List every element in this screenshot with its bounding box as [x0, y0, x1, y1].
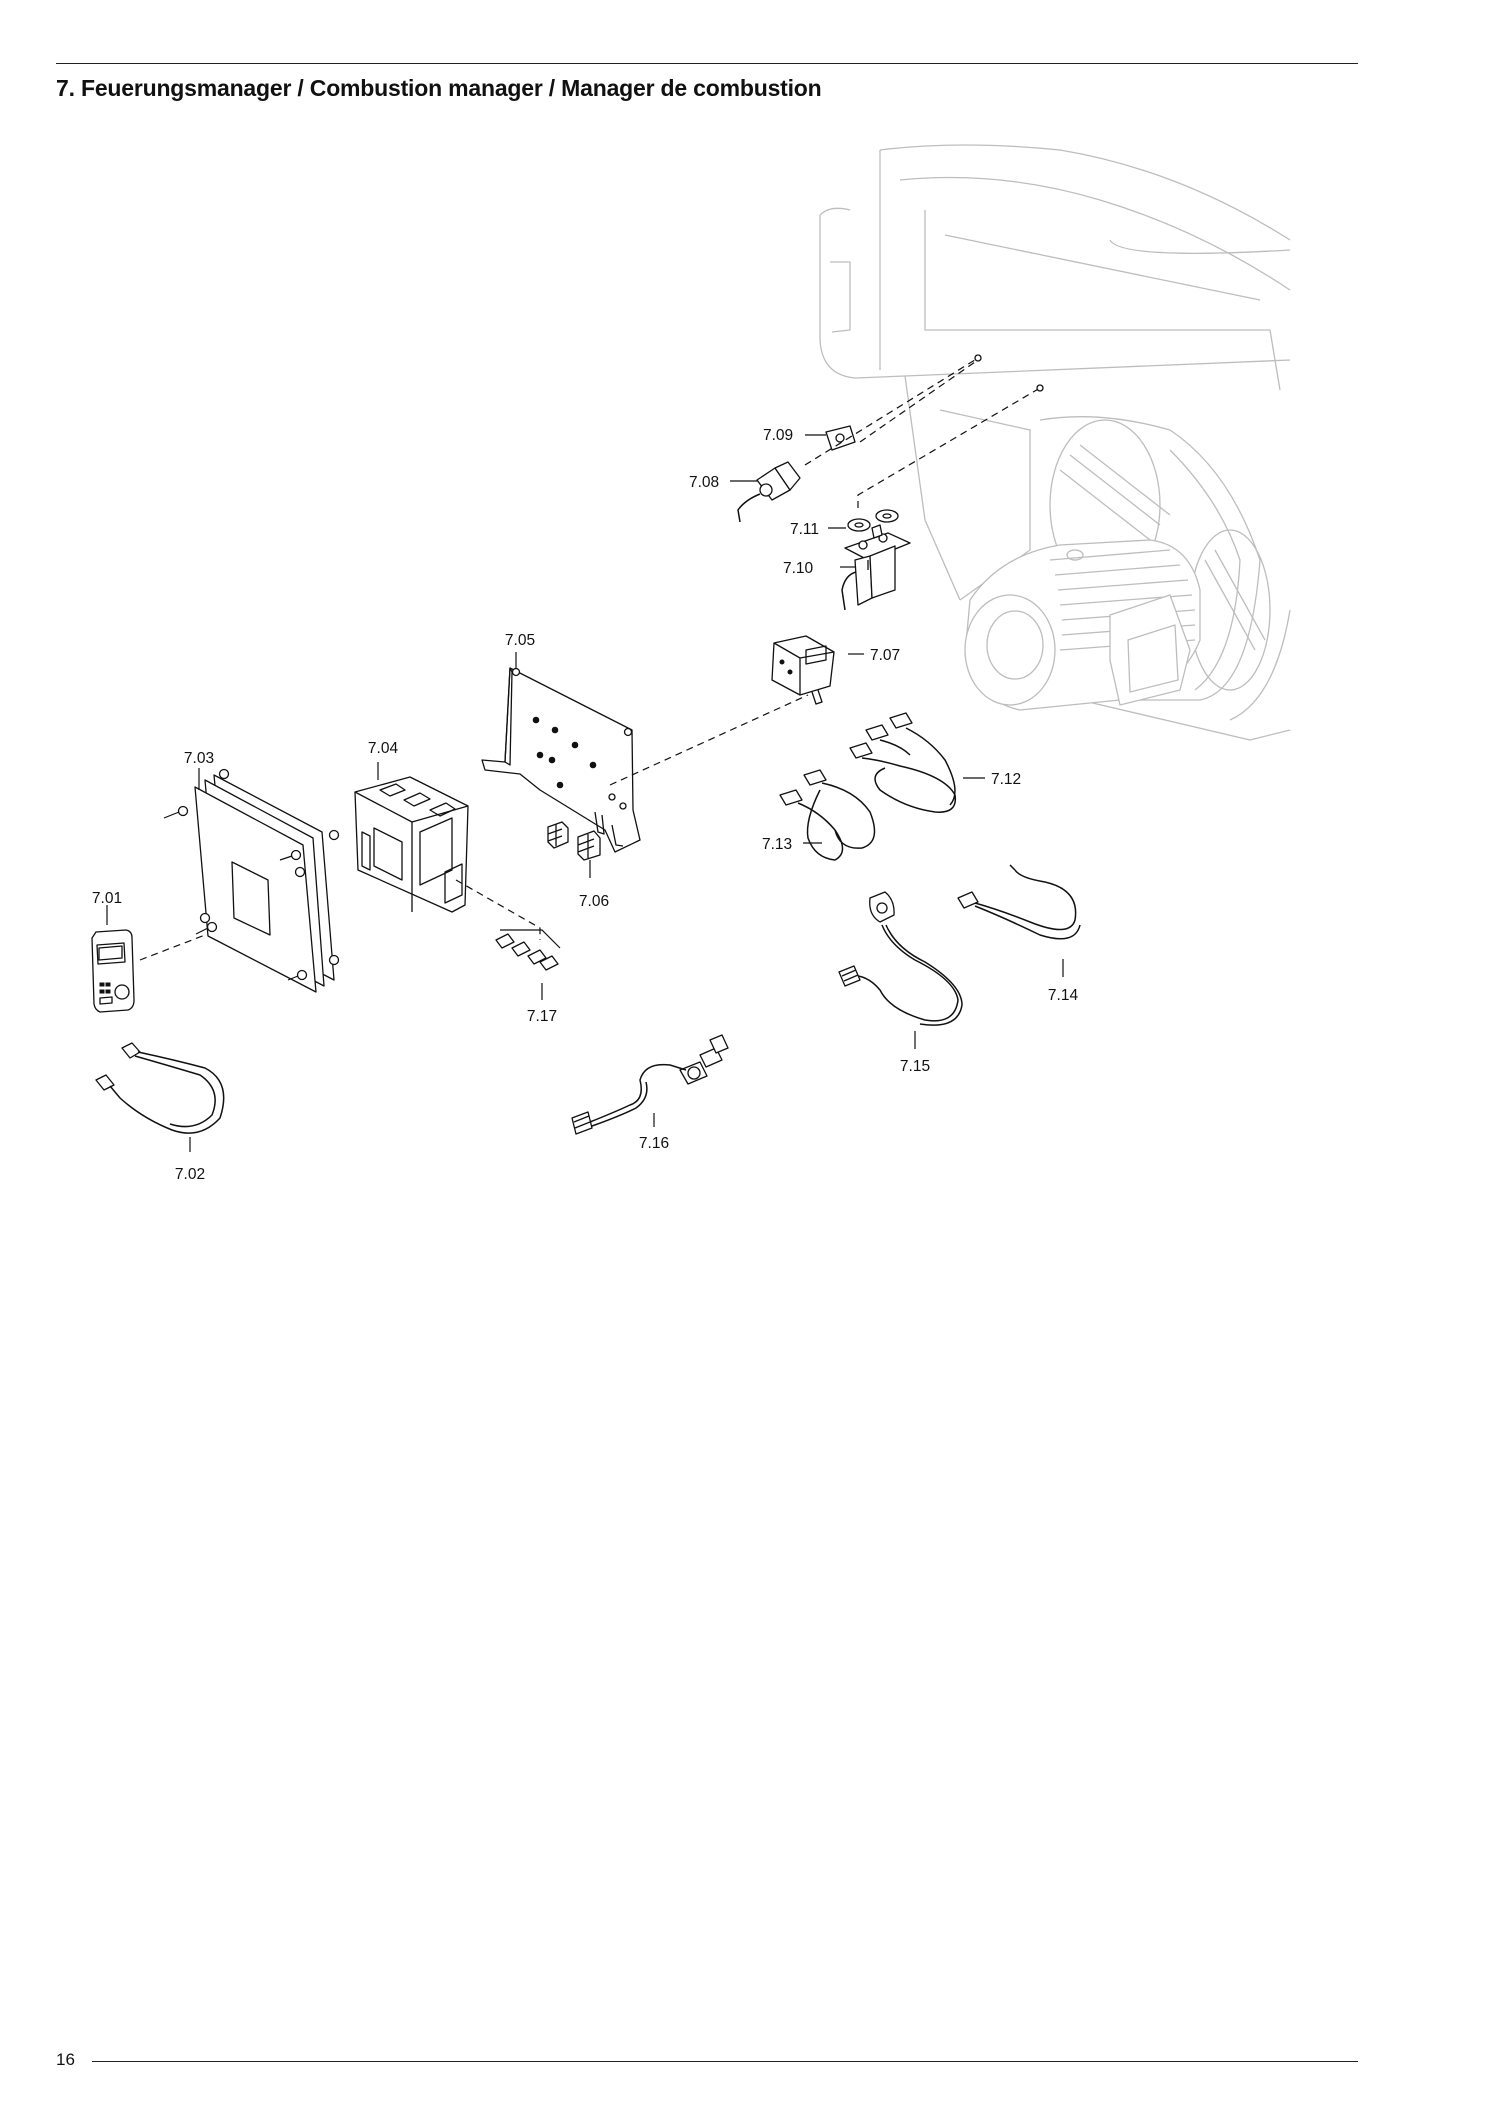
part-7-02-display-cable — [95, 1042, 225, 1134]
part-7-13-cable — [779, 769, 876, 861]
callout-7-07: 7.07 — [870, 647, 900, 664]
callout-7-05: 7.05 — [505, 632, 535, 649]
part-7-09-holder — [825, 425, 856, 451]
part-7-05-base-plate — [481, 667, 641, 853]
callout-7-03: 7.03 — [184, 750, 214, 767]
callout-labels: 7.01 7.02 7.03 7.04 7.05 7.06 7.07 7.08 … — [92, 427, 1079, 1183]
bottom-rule — [92, 2061, 1358, 2062]
part-7-06-connectors — [547, 821, 601, 861]
part-7-10-solenoid — [841, 524, 911, 611]
part-7-04-control-module — [354, 776, 469, 913]
top-rule — [56, 63, 1358, 64]
exploded-view-drawing: 7.01 7.02 7.03 7.04 7.05 7.06 7.07 7.08 … — [91, 144, 1291, 1183]
assembly-lines — [139, 354, 1044, 961]
callout-7-02: 7.02 — [175, 1166, 205, 1183]
callout-7-14: 7.14 — [1048, 987, 1079, 1004]
part-7-11-washers — [847, 509, 899, 532]
callout-7-10: 7.10 — [783, 560, 814, 577]
callout-7-16: 7.16 — [639, 1135, 669, 1152]
callout-7-06: 7.06 — [579, 893, 609, 910]
part-7-12-cable — [849, 712, 957, 813]
callout-7-13: 7.13 — [762, 836, 792, 853]
callout-7-11: 7.11 — [790, 521, 819, 538]
callout-7-15: 7.15 — [900, 1058, 930, 1075]
callout-7-12: 7.12 — [991, 771, 1021, 788]
part-7-08-sensor — [737, 461, 801, 523]
part-7-15-cable — [838, 891, 963, 1026]
callout-leaders — [106, 434, 1064, 1152]
page-number: 16 — [56, 2050, 75, 2069]
part-7-17-plug-set — [495, 929, 561, 971]
callout-7-04: 7.04 — [368, 740, 399, 757]
callout-7-08: 7.08 — [689, 474, 719, 491]
callout-7-17: 7.17 — [527, 1008, 557, 1025]
mounting-screws — [163, 768, 340, 981]
burner-housing-outline — [819, 144, 1291, 741]
part-7-14-cable — [957, 864, 1081, 940]
part-7-01-display-unit — [91, 929, 135, 1013]
part-7-07-junction-box — [771, 635, 835, 705]
part-7-16-cable-harness — [571, 1034, 729, 1135]
callout-7-09: 7.09 — [763, 427, 793, 444]
page-title: 7. Feuerungsmanager / Combustion manager… — [56, 75, 822, 101]
part-7-03-mounting-plate — [163, 768, 340, 993]
callout-7-01: 7.01 — [92, 890, 122, 907]
